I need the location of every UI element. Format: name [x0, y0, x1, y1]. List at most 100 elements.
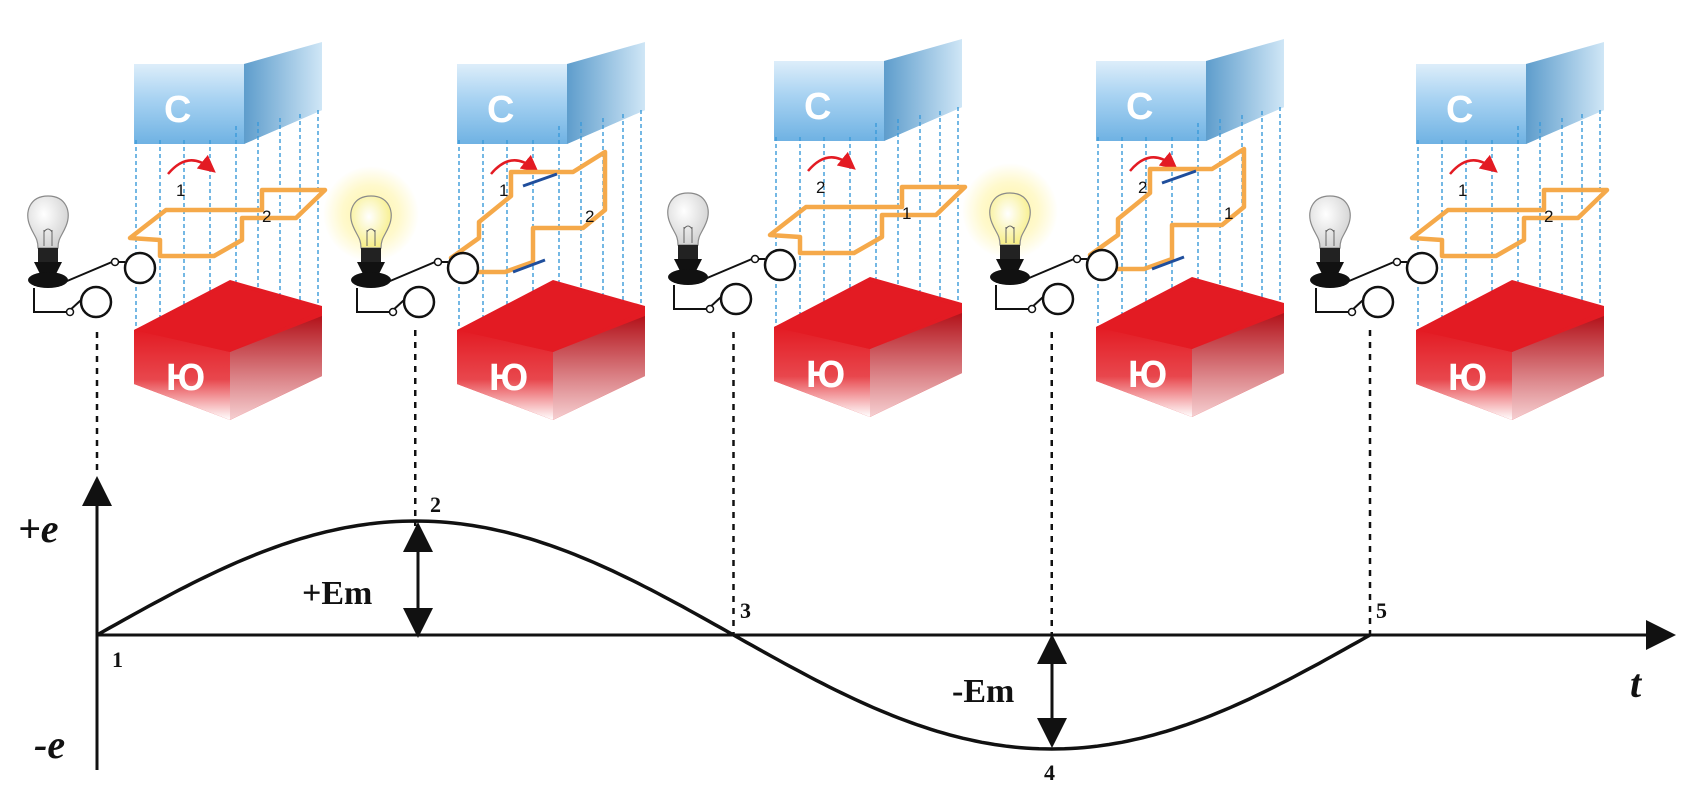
wire-label: 1: [176, 181, 185, 200]
y-negative-label: -e: [34, 722, 65, 767]
generator-panel-3: С Ю 2 1: [667, 39, 968, 417]
wire-label: 1: [1458, 181, 1467, 200]
min-amplitude-label: -Em: [952, 673, 1014, 710]
north-pole: С: [1096, 39, 1284, 141]
south-pole-side: [553, 316, 645, 420]
lamp-stand: [990, 269, 1030, 285]
south-pole: Ю: [1416, 280, 1604, 420]
south-pole: Ю: [1096, 277, 1284, 417]
brush-contact: [1392, 257, 1402, 267]
light-bulb-off-icon: [27, 195, 69, 288]
current-arrow: [512, 258, 546, 274]
slip-ring: [446, 251, 480, 285]
brush-contact: [65, 307, 75, 317]
north-pole-side: [1206, 39, 1284, 141]
south-pole-front: [134, 330, 230, 420]
bulb-filament: [43, 228, 53, 246]
south-pole-side: [870, 313, 962, 417]
max-amplitude-label: +Em: [302, 575, 372, 612]
slip-ring: [402, 285, 436, 319]
lamp-stand: [28, 272, 68, 288]
slip-ring: [79, 285, 113, 319]
wire-loop: [1087, 146, 1247, 272]
light-bulb-lit-icon: [962, 163, 1058, 285]
lamp-stand: [351, 272, 391, 288]
wire-loop: [127, 187, 328, 259]
north-pole-side: [884, 39, 962, 141]
north-pole-label: С: [487, 89, 514, 131]
rotation-arrow: [1449, 154, 1498, 175]
rotation-arrow: [167, 154, 216, 175]
south-pole-side: [1512, 316, 1604, 420]
south-pole-label: Ю: [806, 354, 845, 396]
south-pole-top-face: [1096, 281, 1284, 349]
south-pole-label: Ю: [166, 357, 205, 399]
south-pole-label: Ю: [489, 357, 528, 399]
north-pole: С: [134, 42, 322, 144]
wire-loop: [767, 184, 968, 256]
bulb-glass: [27, 195, 69, 249]
bulb-socket: [38, 248, 58, 262]
north-pole-side: [567, 42, 645, 144]
rotation-arrow: [1129, 151, 1178, 172]
generator-panel-4: С Ю 2 1: [962, 39, 1284, 417]
bulb-filament: [1325, 228, 1335, 246]
brush-contact: [705, 304, 715, 314]
bulb-socket: [1000, 245, 1020, 259]
wire-label: 1: [499, 181, 508, 200]
north-pole: С: [774, 39, 962, 141]
bulb-filament: [366, 228, 376, 246]
brush-contact: [388, 307, 398, 317]
point-label-1: 1: [112, 647, 123, 672]
bulb-glass: [1309, 195, 1351, 249]
light-bulb-lit-icon: [323, 166, 419, 288]
wire-loop: [448, 149, 608, 275]
south-pole-front: [457, 330, 553, 420]
south-pole-side: [230, 316, 322, 420]
brush-lead: [995, 285, 1044, 310]
wire-label: 2: [816, 178, 825, 197]
wire-loop: [1409, 187, 1610, 259]
wire-label: 1: [1224, 204, 1233, 223]
bulb-socket-base: [1316, 262, 1344, 274]
bulb-filament: [1005, 225, 1015, 243]
south-pole-label: Ю: [1128, 354, 1167, 396]
brush-contact: [433, 257, 443, 267]
lamp-stand: [668, 269, 708, 285]
brush-lead: [673, 285, 722, 310]
bulb-socket: [361, 248, 381, 262]
bulb-socket: [678, 245, 698, 259]
light-bulb-off-icon: [1309, 195, 1351, 288]
x-axis-label: t: [1630, 661, 1643, 706]
north-pole-label: С: [1446, 89, 1473, 131]
slip-ring: [763, 248, 797, 282]
slip-ring: [719, 282, 753, 316]
bulb-socket-base: [34, 262, 62, 274]
south-pole-front: [1416, 330, 1512, 420]
current-arrow: [1151, 255, 1185, 271]
emf-curve: [96, 519, 1371, 751]
generator-panel-5: С Ю 1 2: [1309, 42, 1610, 420]
slip-ring: [123, 251, 157, 285]
wire-label: 2: [1544, 207, 1553, 226]
wire-label: 2: [262, 207, 271, 226]
wire-label: 2: [1138, 178, 1147, 197]
north-pole-side: [1526, 42, 1604, 144]
south-pole-label: Ю: [1448, 357, 1487, 399]
south-pole: Ю: [774, 277, 962, 417]
south-pole-top-face: [134, 284, 322, 352]
current-arrow: [522, 172, 558, 188]
north-pole-label: С: [164, 89, 191, 131]
slip-ring: [1361, 285, 1395, 319]
brush-lead: [1315, 288, 1364, 313]
south-pole-front: [1096, 327, 1192, 417]
rotation-arrow: [490, 154, 539, 175]
north-pole-label: С: [804, 86, 831, 128]
wire-label: 1: [902, 204, 911, 223]
north-pole: С: [457, 42, 645, 144]
south-pole: Ю: [457, 280, 645, 420]
point-label-2: 2: [430, 492, 441, 517]
